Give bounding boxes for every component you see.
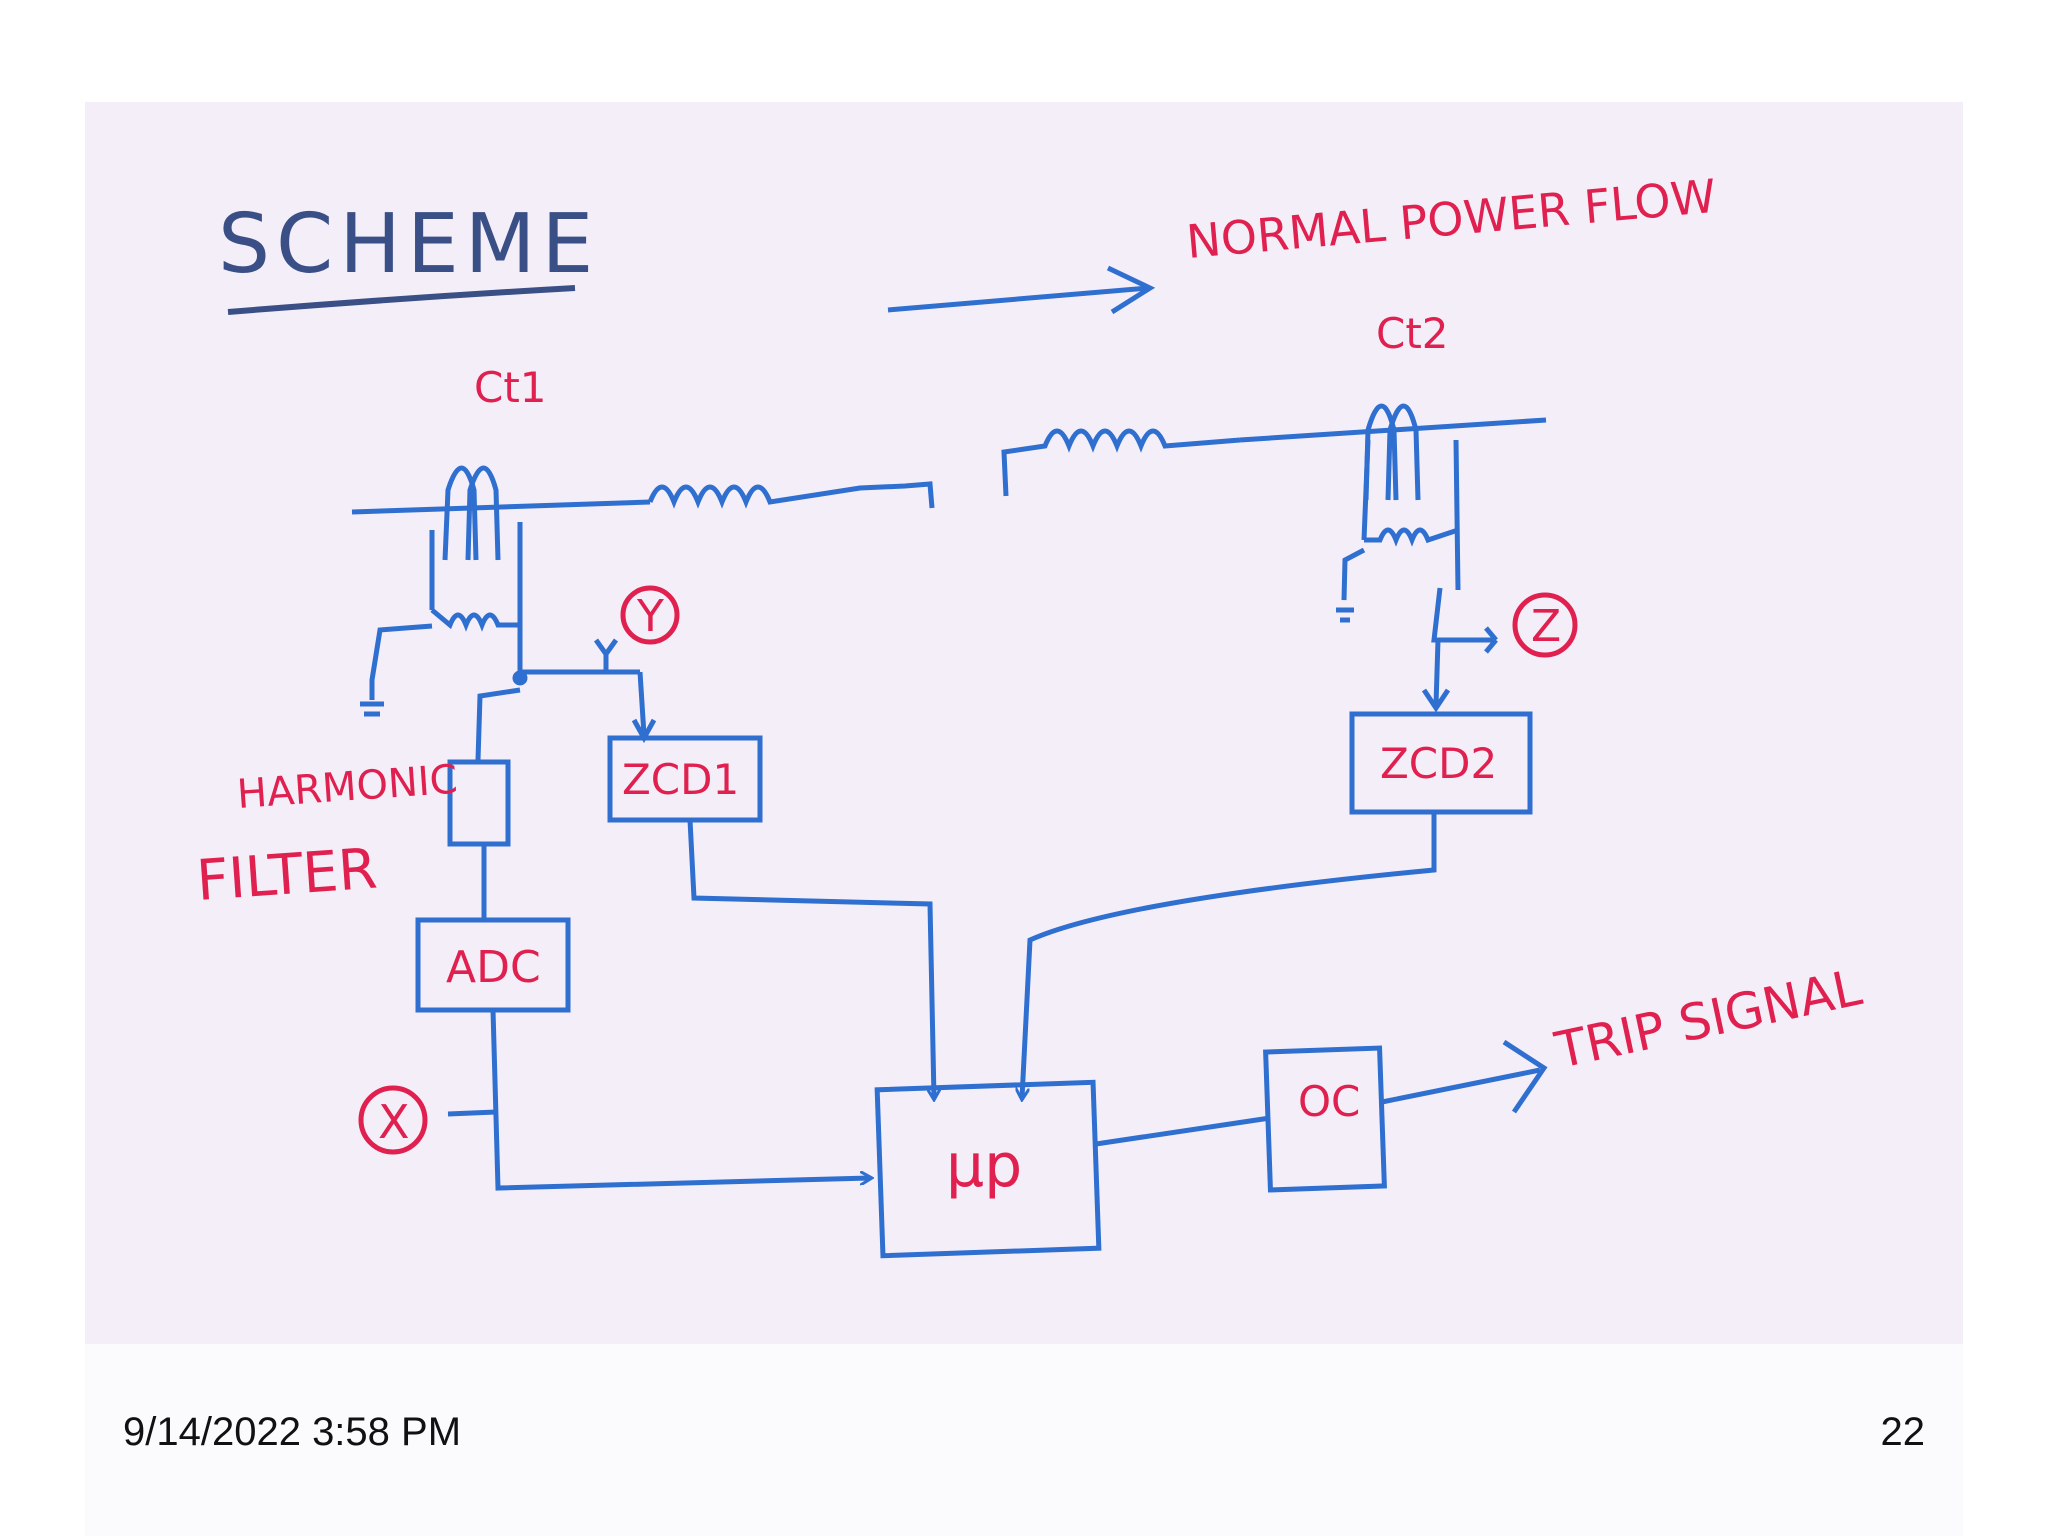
- left-line: [351, 499, 651, 515]
- node-x-circle: [358, 1085, 428, 1155]
- whiteboard-sketch: [85, 102, 1963, 1344]
- ct1-secondary-wiring: [475, 638, 657, 761]
- ct1-transformer: [360, 465, 523, 717]
- adc-label: ADC: [446, 942, 541, 993]
- oc-label: OC: [1298, 1077, 1360, 1126]
- power-flow-label: NORMAL POWER FLOW: [1184, 169, 1718, 269]
- node-y-circle: [620, 585, 680, 645]
- ct2-transformer: [1336, 403, 1498, 713]
- zcd2-label: ZCD2: [1380, 739, 1497, 788]
- microprocessor-label: μp: [946, 1131, 1022, 1201]
- oc-box: [1263, 1045, 1387, 1193]
- microprocessor-box: [874, 1079, 1102, 1259]
- zcd1-to-up-wire: [687, 819, 934, 1098]
- node-y-label: Y: [636, 591, 664, 642]
- right-inductor: [1001, 428, 1241, 497]
- trip-signal-arrow: [1381, 1067, 1541, 1105]
- slide-date: 9/14/2022 3:58 PM: [123, 1410, 462, 1454]
- up-to-oc-wire: [1095, 1115, 1271, 1147]
- ct2-label: Ct2: [1376, 309, 1449, 358]
- harmonic-filter-label-1: HARMONIC: [235, 757, 459, 818]
- trip-signal-arrowhead: [1502, 1039, 1548, 1114]
- node-z-circle: [1512, 592, 1578, 658]
- diagram-title: SCHEME: [218, 197, 599, 292]
- zcd1-label: ZCD1: [622, 755, 739, 804]
- zcd2-box: [1349, 711, 1533, 815]
- slide-footer-band: [85, 1344, 1963, 1536]
- harmonic-filter-label-2: FILTER: [194, 837, 379, 914]
- power-flow-arrowhead: [1106, 265, 1156, 315]
- trip-signal-label: TRIP SIGNAL: [1549, 958, 1866, 1080]
- power-flow-arrow: [887, 285, 1149, 313]
- harmonic-filter-box: [447, 759, 511, 847]
- node-x-tap: [447, 1109, 497, 1117]
- ct1-label: Ct1: [474, 363, 547, 412]
- adc-to-up-wire: [490, 1009, 870, 1191]
- zcd2-to-up-wire: [1022, 812, 1437, 1098]
- title-underline: [227, 285, 576, 315]
- node-x-label: X: [378, 1095, 410, 1149]
- node-z-label: Z: [1531, 601, 1561, 652]
- zcd1-box: [607, 735, 763, 823]
- left-inductor: [647, 481, 935, 509]
- slide-page-number: 22: [1880, 1410, 1926, 1454]
